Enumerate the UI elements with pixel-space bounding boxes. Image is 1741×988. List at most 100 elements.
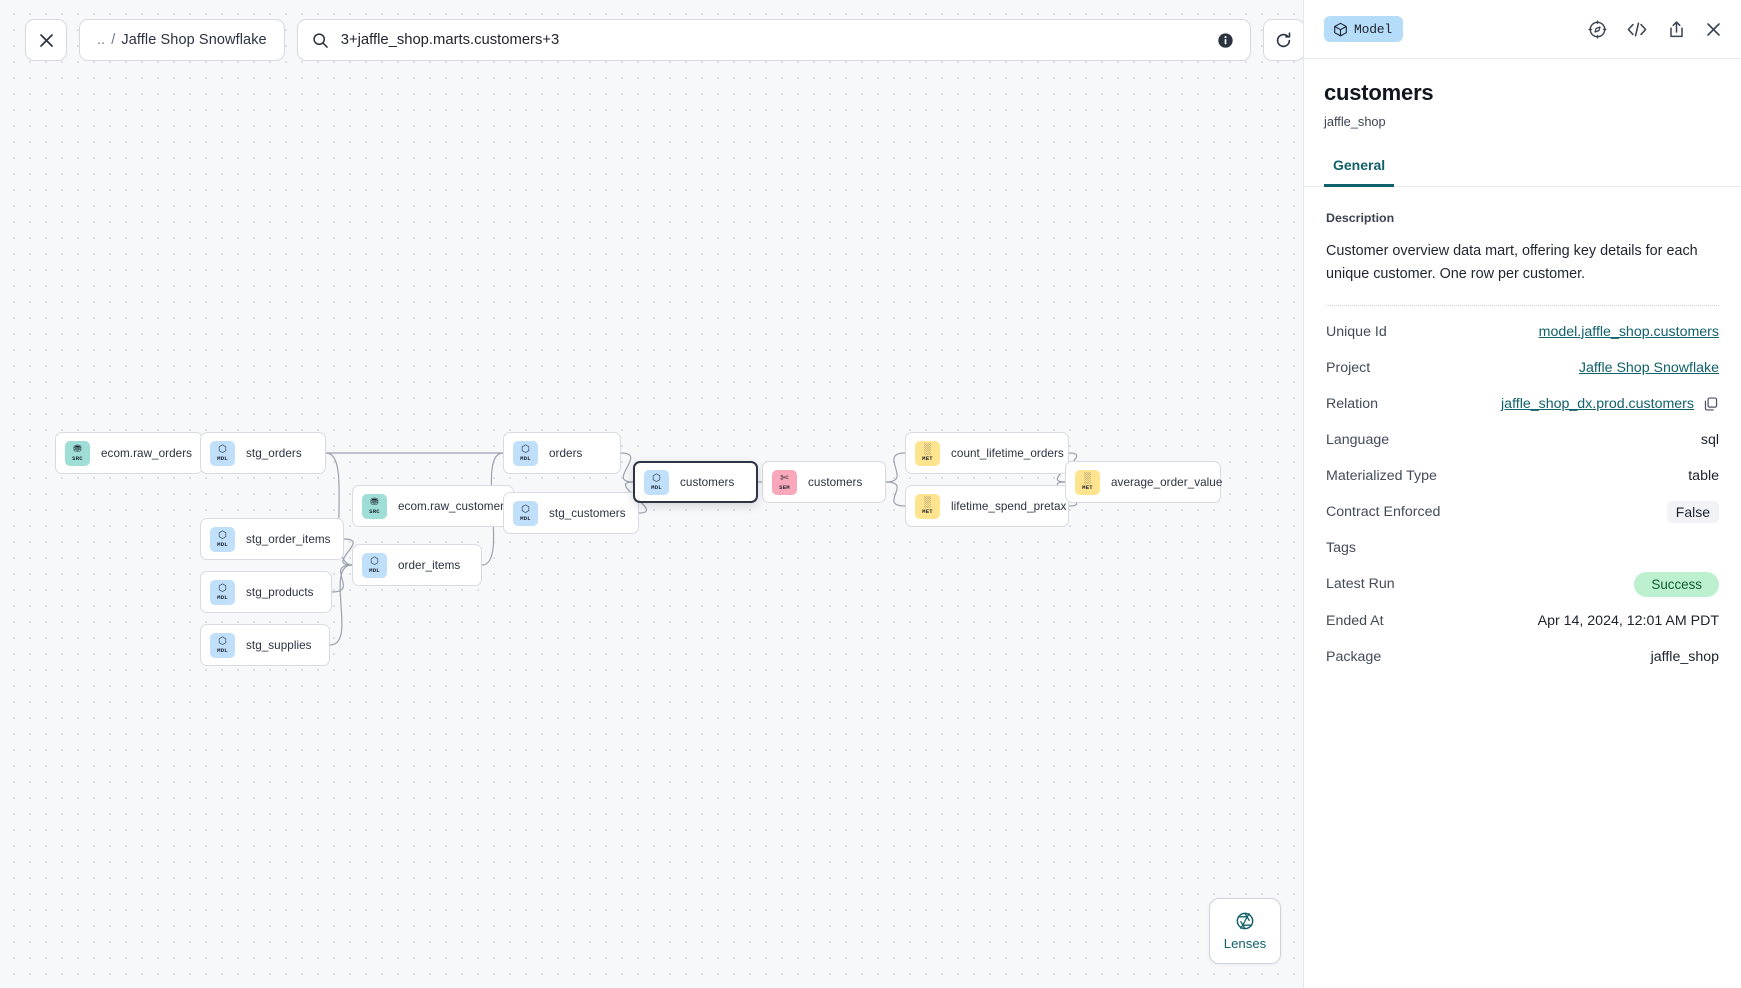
refresh-button[interactable] bbox=[1262, 19, 1303, 61]
share-icon bbox=[1670, 20, 1683, 37]
property-row: Contract Enforced False bbox=[1326, 494, 1719, 530]
property-link[interactable]: jaffle_shop_dx.prod.customers bbox=[1501, 395, 1694, 412]
close-panel-button[interactable] bbox=[1705, 21, 1722, 38]
breadcrumb-prefix: .. bbox=[97, 32, 106, 48]
details-panel: Model bbox=[1303, 0, 1741, 988]
breadcrumb-project: Jaffle Shop Snowflake bbox=[121, 32, 267, 48]
node-type-icon-mdl: ⬡MDL bbox=[210, 440, 235, 466]
property-key: Tags bbox=[1326, 539, 1356, 556]
node-type-icon-mdl: ⬡MDL bbox=[513, 500, 538, 526]
lenses-button[interactable]: Lenses bbox=[1209, 898, 1281, 964]
graph-node-customers_semantic[interactable]: ✄SEM customers bbox=[762, 461, 886, 503]
graph-node-label: stg_products bbox=[246, 585, 314, 599]
description-label: Description bbox=[1326, 211, 1395, 225]
panel-actions bbox=[1588, 19, 1722, 39]
property-value: jaffle_shop_dx.prod.customers bbox=[1501, 396, 1719, 412]
property-row: Latest Run Success bbox=[1326, 566, 1719, 603]
node-type-icon-src: ⛃SRC bbox=[65, 440, 90, 466]
search-info-button[interactable] bbox=[1217, 32, 1234, 49]
property-value: jaffle_shop bbox=[1651, 649, 1719, 665]
focus-icon bbox=[1588, 19, 1607, 39]
property-key: Ended At bbox=[1326, 612, 1384, 629]
graph-node-label: customers bbox=[808, 475, 863, 489]
panel-subtitle: jaffle_shop bbox=[1324, 114, 1386, 129]
property-row: Tags bbox=[1326, 530, 1719, 566]
close-icon bbox=[1707, 22, 1720, 36]
graph-node-label: count_lifetime_orders bbox=[951, 446, 1064, 460]
breadcrumb[interactable]: .. / Jaffle Shop Snowflake bbox=[79, 19, 285, 61]
property-key: Contract Enforced bbox=[1326, 503, 1441, 520]
property-text: Apr 14, 2024, 12:01 AM PDT bbox=[1537, 612, 1719, 629]
property-row: Relation jaffle_shop_dx.prod.customers bbox=[1326, 386, 1719, 422]
breadcrumb-separator: / bbox=[111, 32, 116, 48]
property-value: Success bbox=[1634, 571, 1719, 597]
property-row: Language sql bbox=[1326, 422, 1719, 458]
canvas-toolbar: .. / Jaffle Shop Snowflake 3+jaffle_shop… bbox=[25, 19, 1303, 61]
panel-identity: customers jaffle_shop bbox=[1304, 59, 1741, 129]
focus-icon-button[interactable] bbox=[1588, 19, 1607, 39]
share-icon-button[interactable] bbox=[1667, 20, 1686, 39]
property-value: Jaffle Shop Snowflake bbox=[1579, 360, 1719, 376]
property-value: Apr 14, 2024, 12:01 AM PDT bbox=[1538, 613, 1719, 629]
property-value: model.jaffle_shop.customers bbox=[1539, 324, 1719, 340]
status-badge: Success bbox=[1634, 571, 1719, 597]
node-type-badge: Model bbox=[1324, 16, 1404, 42]
property-text: jaffle_shop bbox=[1650, 648, 1719, 665]
lenses-label: Lenses bbox=[1223, 936, 1267, 951]
close-icon bbox=[39, 33, 53, 47]
close-lineage-button[interactable] bbox=[25, 19, 67, 61]
property-value: False bbox=[1666, 500, 1719, 523]
node-type-icon-mdl: ⬡MDL bbox=[210, 632, 235, 658]
code-icon-button[interactable] bbox=[1626, 20, 1648, 39]
node-type-icon-mdl: ⬡MDL bbox=[513, 440, 538, 466]
node-type-icon-sem: ✄SEM bbox=[772, 469, 797, 495]
property-key: Materialized Type bbox=[1326, 467, 1437, 484]
property-key: Latest Run bbox=[1326, 576, 1395, 592]
graph-node-label: lifetime_spend_pretax bbox=[951, 499, 1067, 513]
graph-node-orders[interactable]: ⬡MDL orders bbox=[503, 432, 621, 474]
property-link[interactable]: model.jaffle_shop.customers bbox=[1538, 323, 1719, 340]
graph-node-label: stg_order_items bbox=[246, 532, 331, 546]
property-row: Ended At Apr 14, 2024, 12:01 AM PDT bbox=[1326, 603, 1719, 639]
node-type-icon-mdl: ⬡MDL bbox=[362, 552, 387, 578]
refresh-icon bbox=[1277, 31, 1291, 47]
graph-node-label: average_order_value bbox=[1111, 475, 1223, 489]
node-type-icon-mdl: ⬡MDL bbox=[210, 526, 235, 552]
graph-node-label: orders bbox=[549, 446, 583, 460]
search-bar[interactable]: 3+jaffle_shop.marts.customers+3 bbox=[296, 19, 1251, 61]
graph-node-stg_order_items[interactable]: ⬡MDL stg_order_items bbox=[200, 518, 344, 560]
copy-icon[interactable] bbox=[1703, 396, 1719, 412]
aperture-icon bbox=[1236, 912, 1254, 930]
property-key: Relation bbox=[1326, 395, 1379, 412]
node-type-label: Model bbox=[1354, 21, 1393, 37]
property-key: Language bbox=[1326, 431, 1390, 448]
tab-general[interactable]: General bbox=[1324, 157, 1395, 187]
search-icon bbox=[313, 32, 328, 48]
search-input[interactable]: 3+jaffle_shop.marts.customers+3 bbox=[340, 32, 560, 48]
code-icon bbox=[1627, 21, 1647, 37]
property-link[interactable]: Jaffle Shop Snowflake bbox=[1578, 359, 1719, 376]
section-divider bbox=[1326, 304, 1719, 306]
panel-tabs: General bbox=[1304, 157, 1741, 187]
property-value: sql bbox=[1701, 432, 1719, 448]
node-type-icon-mdl: ⬡MDL bbox=[644, 469, 669, 495]
